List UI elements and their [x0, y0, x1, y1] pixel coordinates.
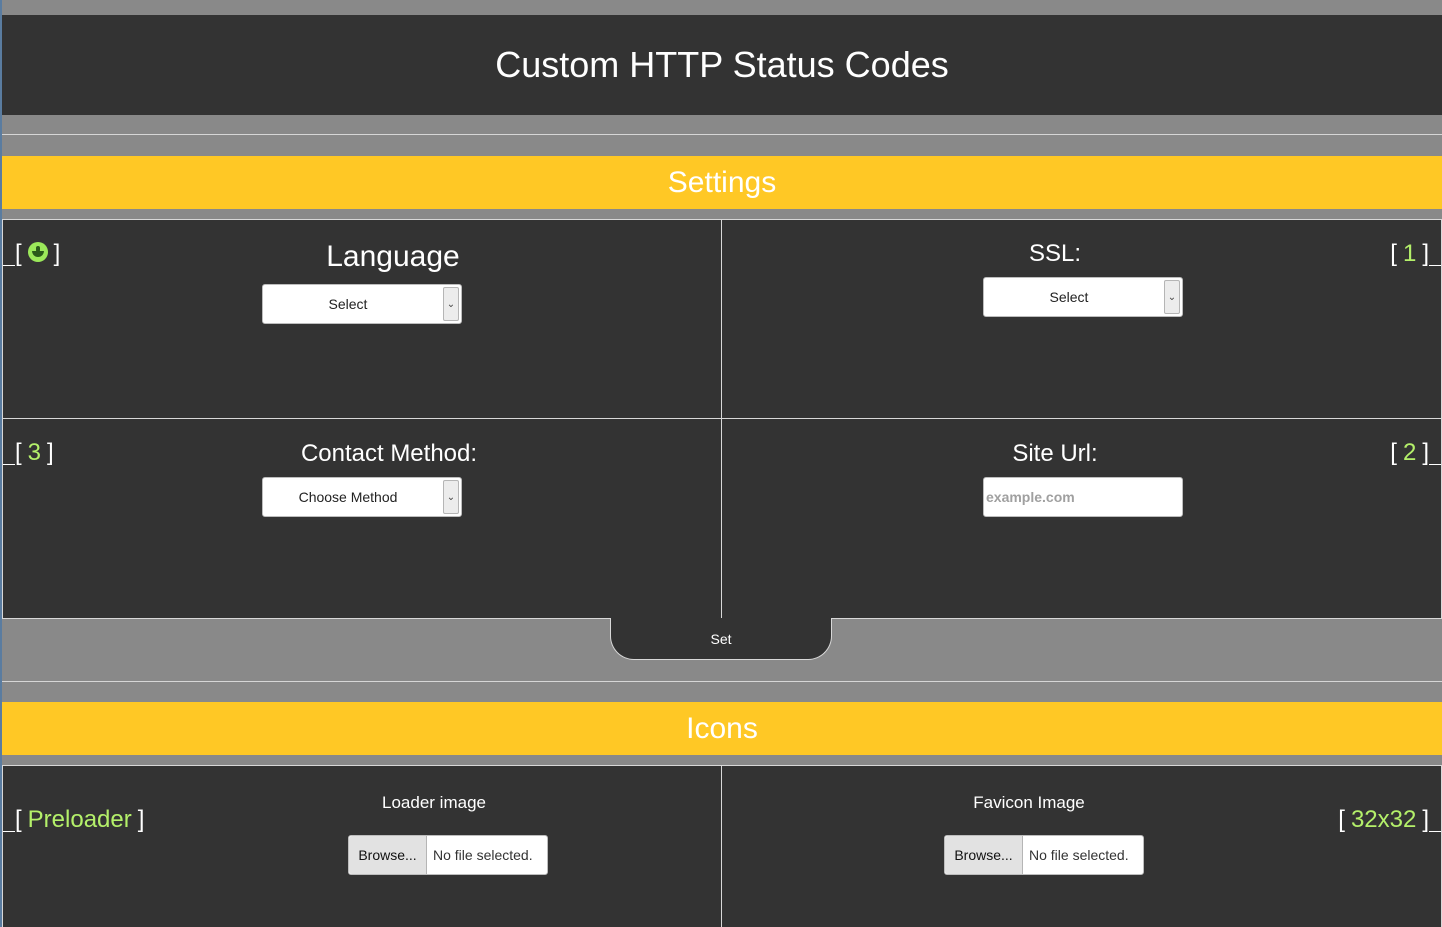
divider	[2, 134, 1442, 135]
favicon-panel: Favicon Image Browse... No file selected…	[721, 765, 1442, 927]
contact-select-value: Choose Method	[298, 489, 398, 505]
site-url-step-marker: [2]	[1390, 439, 1441, 467]
chevron-down-icon[interactable]: ⌄	[1164, 280, 1180, 314]
contact-label: Contact Method:	[300, 440, 478, 467]
favicon-image-label: Favicon Image	[973, 793, 1085, 812]
preloader-tag: Preloader	[27, 806, 132, 833]
page-title: Custom HTTP Status Codes	[495, 44, 949, 85]
ssl-select[interactable]: Select ⌄	[983, 277, 1183, 317]
loader-browse-button[interactable]: Browse...	[349, 836, 427, 874]
divider	[2, 681, 1442, 682]
settings-section-bar: Settings	[2, 156, 1442, 209]
icons-section-title: Icons	[686, 711, 758, 745]
favicon-file-input[interactable]: Browse... No file selected.	[944, 835, 1144, 875]
settings-section-title: Settings	[667, 165, 777, 199]
icons-section-bar: Icons	[2, 702, 1442, 755]
favicon-size-tag: 32x32	[1350, 806, 1417, 833]
language-select[interactable]: Select ⌄	[262, 284, 462, 324]
contact-step-marker: [3]	[3, 439, 54, 467]
site-url-panel: Site Url: [2]	[721, 418, 1442, 619]
loader-panel: [Preloader] Loader image Browse... No fi…	[2, 765, 722, 927]
loader-image-label: Loader image	[382, 793, 486, 812]
site-url-step: 2	[1402, 439, 1417, 466]
set-button[interactable]: Set	[610, 618, 832, 660]
contact-method-select[interactable]: Choose Method ⌄	[262, 477, 462, 517]
page-header: Custom HTTP Status Codes	[2, 15, 1442, 115]
loader-file-status: No file selected.	[433, 847, 533, 863]
ssl-label: SSL:	[1028, 240, 1082, 267]
contact-step: 3	[27, 439, 42, 466]
ssl-step-marker: [1]	[1390, 240, 1441, 268]
site-url-input[interactable]	[983, 477, 1183, 517]
chevron-down-icon[interactable]: ⌄	[443, 480, 459, 514]
preloader-marker: [Preloader]	[3, 806, 144, 834]
language-select-value: Select	[328, 296, 368, 312]
favicon-file-status: No file selected.	[1029, 847, 1129, 863]
language-panel: [] Language Select ⌄	[2, 219, 722, 419]
set-button-label: Set	[710, 630, 732, 647]
globe-icon	[27, 242, 48, 262]
site-url-label: Site Url:	[1012, 440, 1098, 467]
loader-file-input[interactable]: Browse... No file selected.	[348, 835, 548, 875]
left-edge	[0, 0, 2, 927]
language-marker: []	[3, 240, 60, 268]
contact-panel: [3] Contact Method: Choose Method ⌄	[2, 418, 722, 619]
favicon-browse-button[interactable]: Browse...	[945, 836, 1023, 874]
language-label: Language	[326, 240, 460, 273]
ssl-select-value: Select	[1049, 289, 1089, 305]
favicon-size-marker: [32x32]	[1338, 806, 1441, 834]
ssl-panel: SSL: Select ⌄ [1]	[721, 219, 1442, 419]
chevron-down-icon[interactable]: ⌄	[443, 287, 459, 321]
ssl-step: 1	[1402, 240, 1417, 267]
